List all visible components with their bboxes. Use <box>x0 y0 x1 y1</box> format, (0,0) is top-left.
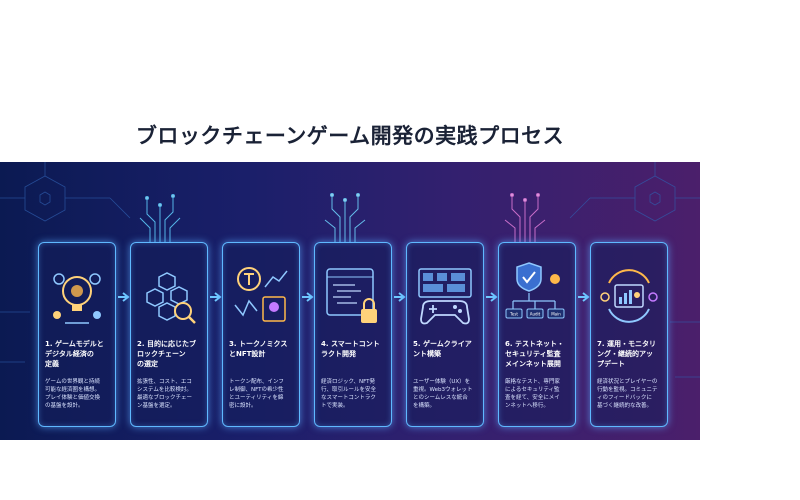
step-description: ユーザー体験（UX）を 重視。Web3ウォレット とのシームレスな統合 を構築。 <box>413 379 473 409</box>
step-title: 3. トークノミクス とNFT設計 <box>229 340 288 358</box>
page-title: ブロックチェーンゲーム開発の実践プロセス <box>135 124 565 148</box>
arrow-right-icon <box>578 292 590 302</box>
step-description: 拡張性、コスト、エコ システムを比較検討。 最適なブロックチェー ン基盤を選定。 <box>137 379 193 409</box>
step-title: 7. 運用・モニタリ ング・継続的アッ プデート <box>597 340 656 368</box>
step-description: トークン配布、インフ レ制御、NFTの希少性 とユーティリティを綿 密に設計。 <box>229 379 284 409</box>
step-card-2: 2. 目的に応じたブ ロックチェーン の選定 拡張性、コスト、エコ システムを比… <box>130 242 208 427</box>
step-description: 経済ロジック、NFT発 行、取引ルールを安全 なスマートコントラク トで実装。 <box>321 379 377 409</box>
dashboard-cycle-icon <box>600 269 658 323</box>
step-card-1: 1. ゲームモデルと デジタル経済の 定義 ゲームの世界観と持続 可能な経済圏を… <box>38 242 116 427</box>
token-nft-icon <box>234 267 288 322</box>
title-band <box>0 104 700 162</box>
step-card-3: 3. トークノミクス とNFT設計 トークン配布、インフ レ制御、NFTの希少性… <box>222 242 300 427</box>
step-title: 1. ゲームモデルと デジタル経済の 定義 <box>45 340 104 368</box>
step-title: 2. 目的に応じたブ ロックチェーン の選定 <box>137 340 196 368</box>
test-label: Test <box>509 312 518 317</box>
process-panel: 1. ゲームモデルと デジタル経済の 定義 ゲームの世界観と持続 可能な経済圏を… <box>0 162 700 440</box>
step-description: 経済状況とプレイヤーの 行動を監視。コミュニテ ィのフィードバックに 基づく継続… <box>597 379 658 409</box>
shield-check-icon: Test Audit Main <box>505 262 565 319</box>
bulb-gears-icon <box>53 273 101 324</box>
audit-label: Audit <box>530 312 541 317</box>
network-magnifier-icon <box>146 272 196 324</box>
glow-circuits <box>139 193 546 242</box>
step-card-5: 5. ゲームクライア ント構築 ユーザー体験（UX）を 重視。Web3ウォレット… <box>406 242 484 427</box>
step-card-4: 4. スマートコント ラクト開発 経済ロジック、NFT発 行、取引ルールを安全 … <box>314 242 392 427</box>
arrow-right-icon <box>302 292 314 302</box>
step-title: 6. テストネット・ セキュリティ監査 メインネット展開 <box>505 340 564 368</box>
step-card-6: Test Audit Main 6. テストネット・ セキュリティ監査 メインネ… <box>498 242 576 427</box>
main-label: Main <box>551 312 561 317</box>
step-description: 厳格なテスト、専門家 によるセキュリティ監 査を経て、安全にメイ ンネットへ移行… <box>505 379 560 409</box>
step-description: ゲームの世界観と持続 可能な経済圏を構想。 プレイ体験と価値交換 の基盤を設計。 <box>45 379 101 409</box>
step-card-7: 7. 運用・モニタリ ング・継続的アッ プデート 経済状況とプレイヤーの 行動を… <box>590 242 668 427</box>
code-lock-icon <box>326 268 377 323</box>
arrow-right-icon <box>210 292 222 302</box>
step-title: 5. ゲームクライア ント構築 <box>413 340 472 358</box>
arrow-right-icon <box>394 292 406 302</box>
step-title: 4. スマートコント ラクト開発 <box>321 340 380 358</box>
circuit-background <box>0 162 700 378</box>
arrow-right-icon <box>486 292 498 302</box>
gamepad-icon <box>418 268 472 325</box>
arrow-right-icon <box>118 292 130 302</box>
